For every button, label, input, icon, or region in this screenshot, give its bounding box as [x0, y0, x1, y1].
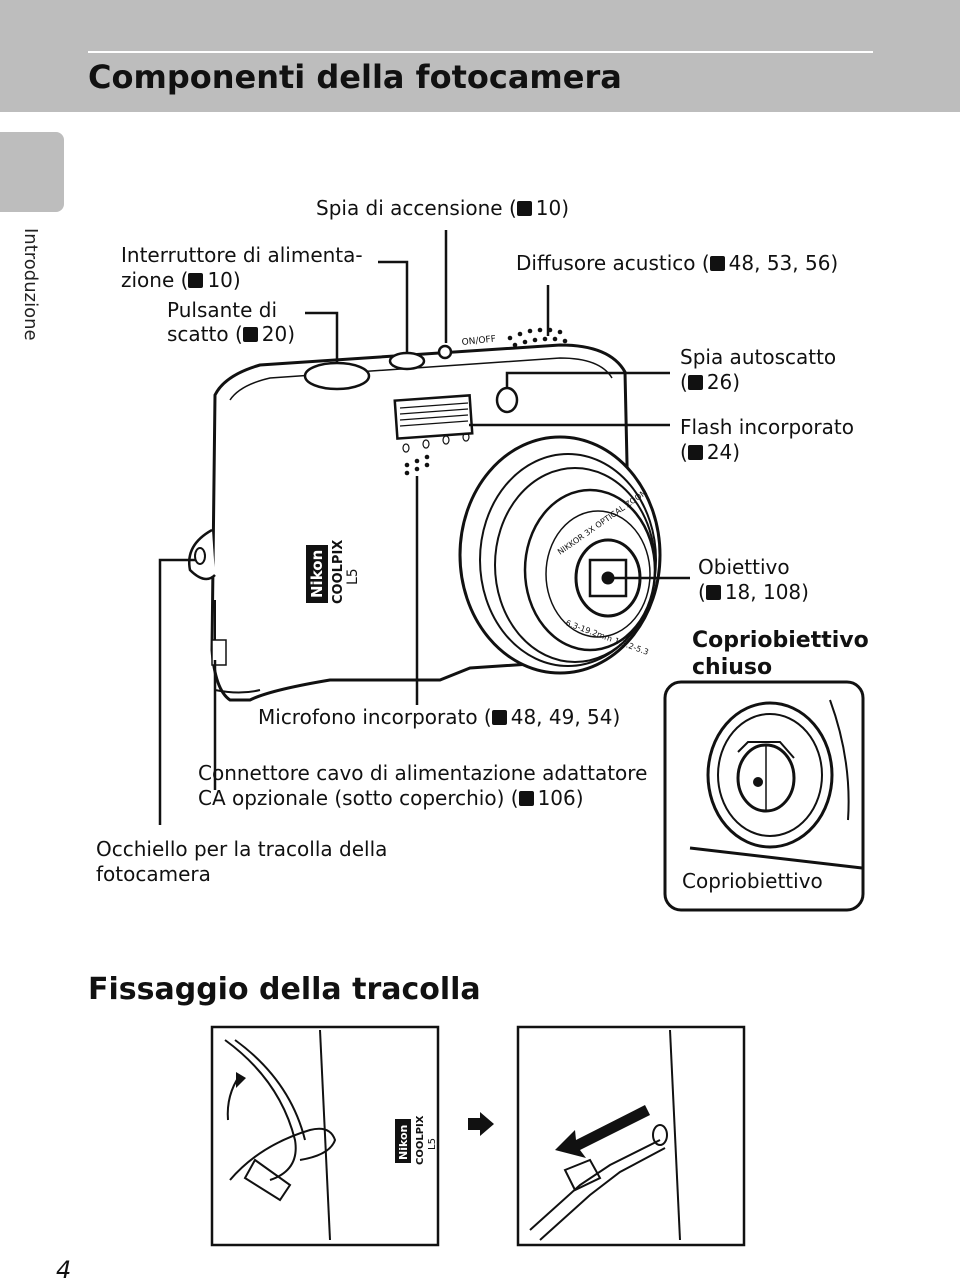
pull-direction-arrow: [555, 1105, 650, 1158]
book-reference-icon: [709, 256, 725, 271]
book-reference-icon: [491, 710, 507, 725]
label-power-lamp: Spia di accensione (10): [316, 196, 570, 220]
brand-logo: Nikon: [308, 550, 326, 598]
section-title: Fissaggio della tracolla: [88, 972, 481, 1007]
header-band: [0, 0, 960, 112]
header-rule: [88, 51, 873, 53]
label-ac-connector-line1: Connettore cavo di alimentazione adattat…: [198, 761, 648, 785]
label-strap-eyelet-line1: Occhiello per la tracolla della: [96, 837, 388, 861]
microphone-holes: [404, 454, 430, 476]
chapter-tab[interactable]: [0, 132, 64, 212]
label-flash-line2: (24): [680, 440, 741, 464]
model-name: L5: [345, 568, 361, 585]
book-reference-icon: [518, 791, 534, 806]
label-ac-connector-line2: CA opzionale (sotto coperchio) (106): [198, 786, 584, 810]
label-closed-lens-cover-line1: Copriobiettivo: [692, 628, 869, 653]
label-microphone: Microfono incorporato (48, 49, 54): [258, 705, 621, 729]
label-shutter-line1: Pulsante di: [167, 298, 278, 322]
book-reference-icon: [687, 375, 703, 390]
page-title: Componenti della fotocamera: [88, 58, 622, 96]
svg-text:COOLPIX: COOLPIX: [415, 1115, 426, 1165]
label-speaker: Diffusore acustico (48, 53, 56): [516, 251, 839, 275]
lens: [458, 435, 662, 675]
book-reference-icon: [516, 201, 532, 216]
label-lens-cover: Copriobiettivo: [682, 869, 823, 894]
label-lens-line1: Obiettivo: [698, 555, 790, 579]
book-reference-icon: [242, 327, 258, 342]
strap-step-1-branding: Nikon COOLPIX L5: [395, 1115, 438, 1165]
label-strap-eyelet-line2: fotocamera: [96, 862, 211, 886]
svg-text:Nikon: Nikon: [397, 1125, 410, 1160]
closed-lens-drawing: [689, 699, 863, 870]
label-closed-lens-cover-line2: chiuso: [692, 655, 773, 680]
strap-step-2-frame: [516, 1025, 746, 1247]
power-switch-text: ON/OFF: [461, 334, 496, 348]
strap-step-2-drawing: [529, 1029, 681, 1241]
arrow-right-icon: [468, 1112, 494, 1136]
label-power-switch-line1: Interruttore di alimenta-: [121, 243, 363, 267]
book-reference-icon: [687, 445, 703, 460]
svg-text:L5: L5: [427, 1138, 438, 1150]
flash-ribs: [399, 402, 469, 427]
book-reference-icon: [705, 585, 721, 600]
label-self-timer-line1: Spia autoscatto: [680, 345, 837, 369]
self-timer-lamp: [495, 386, 519, 414]
label-flash-line1: Flash incorporato: [680, 415, 854, 439]
connector-cover: [211, 639, 227, 666]
book-reference-icon: [188, 273, 204, 288]
label-shutter-line2: scatto (20): [167, 322, 296, 346]
power-switch: [388, 351, 426, 371]
label-power-switch-line2: zione (10): [121, 268, 241, 292]
camera-branding: Nikon COOLPIX L5: [306, 540, 361, 604]
label-lens-line2: (18, 108): [698, 580, 809, 604]
shutter-button: [303, 361, 371, 391]
model-line: COOLPIX: [331, 540, 346, 604]
page-number: 4: [56, 1256, 72, 1284]
chapter-label: Introduzione: [20, 228, 41, 341]
label-self-timer-line2: (26): [680, 370, 741, 394]
power-lamp: [437, 344, 453, 360]
